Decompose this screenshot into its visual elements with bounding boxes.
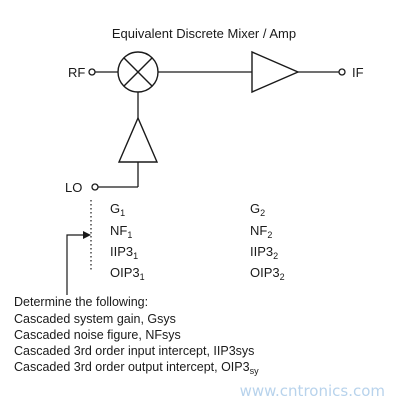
pointer-arrowhead (83, 231, 91, 239)
pointer-arrow-line (66, 234, 88, 295)
mixer-symbol (117, 51, 159, 93)
task-item-iip3: Cascaded 3rd order input intercept, IIP3… (14, 344, 254, 358)
task-heading: Determine the following: (14, 295, 148, 309)
stage1-iip3: IIP31 (110, 244, 138, 261)
if-amplifier-triangle (251, 50, 300, 94)
task-item-oip3: Cascaded 3rd order output intercept, OIP… (14, 360, 259, 376)
diagram-title: Equivalent Discrete Mixer / Amp (112, 26, 296, 41)
lo-amplifier-triangle (117, 116, 159, 163)
stage2-iip3: IIP32 (250, 244, 278, 261)
task-list: Determine the following: Cascaded system… (14, 295, 259, 376)
stage1-parameters: G1 NF1 IIP31 OIP31 (110, 201, 145, 282)
task-item-noise: Cascaded noise figure, NFsys (14, 328, 181, 342)
stage1-oip3: OIP31 (110, 265, 145, 282)
rf-port-label: RF (68, 65, 85, 80)
stage1-noise-figure: NF1 (110, 223, 132, 240)
stage2-oip3: OIP32 (250, 265, 285, 282)
stage2-noise-figure: NF2 (250, 223, 272, 240)
lo-port-terminal (91, 183, 99, 191)
stage2-gain: G2 (250, 201, 265, 218)
lo-port-label: LO (65, 180, 82, 195)
task-item-gain: Cascaded system gain, Gsys (14, 312, 176, 326)
stage2-parameters: G2 NF2 IIP32 OIP32 (250, 201, 285, 282)
watermark: www.cntronics.com (240, 382, 385, 400)
if-port-label: IF (352, 65, 364, 80)
if-port-terminal (338, 68, 346, 76)
stage1-gain: G1 (110, 201, 125, 218)
rf-port-terminal (88, 68, 96, 76)
mixer-cross-b (123, 57, 153, 87)
